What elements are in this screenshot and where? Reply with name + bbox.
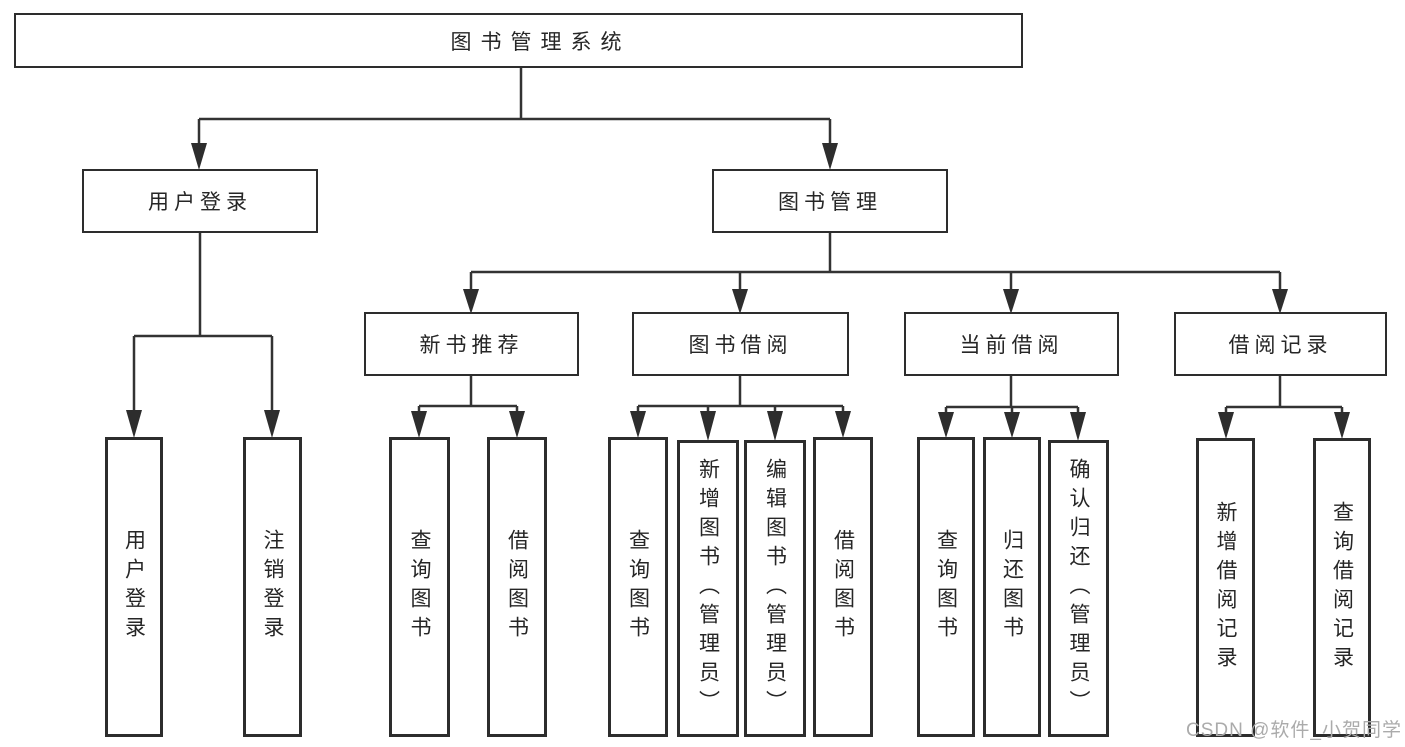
arrowheads-book-borrowing-children [630,411,851,441]
connector-borrow-records-children [1224,376,1344,413]
arrowheads-root-to-level2 [191,143,838,170]
connector-user-login-children [132,233,274,412]
arrowheads-current-borrowing-children [938,412,1086,441]
arrowheads-borrow-records-children [1218,412,1350,439]
leaf-query-books-borrowing: 查询图书 [608,437,668,737]
leaf-query-books-current: 查询图书 [917,437,975,737]
leaf-query-books-borrowing-label: 查询图书 [626,529,650,645]
leaf-borrow-books-borrowing-label: 借阅图书 [831,529,855,645]
node-borrowing-records-label: 借阅记录 [1228,334,1333,357]
node-book-borrowing: 图书借阅 [632,312,849,376]
leaf-logout-login-label: 注销登录 [261,529,285,645]
connector-root-to-level2 [197,66,832,144]
leaf-edit-books-admin-label: 编辑图书（管理员） [763,458,787,719]
node-current-borrowing: 当前借阅 [904,312,1119,376]
leaf-query-borrow-record-label: 查询借阅记录 [1330,500,1354,675]
leaf-add-books-admin: 新增图书（管理员） [677,440,739,737]
connector-book-borrowing-children [636,376,845,413]
leaf-user-login-label: 用户登录 [122,529,146,645]
leaf-add-borrow-record-label: 新增借阅记录 [1214,500,1238,675]
leaf-borrow-books-borrowing: 借阅图书 [813,437,873,737]
node-book-borrowing-label: 图书借阅 [688,334,793,357]
connector-book-management-children [469,233,1282,290]
connector-new-book-children [417,376,519,413]
node-current-borrowing-label: 当前借阅 [959,334,1064,357]
connector-current-borrowing-children [944,376,1080,413]
leaf-return-books: 归还图书 [983,437,1041,737]
node-user-login-label: 用户登录 [148,191,252,214]
leaf-edit-books-admin: 编辑图书（管理员） [744,440,806,737]
leaf-borrow-books-recommend-label: 借阅图书 [505,529,529,645]
leaf-query-books-recommend-label: 查询图书 [408,529,432,645]
arrowheads-book-management-children [463,289,1288,314]
leaf-add-books-admin-label: 新增图书（管理员） [696,458,720,719]
node-new-book-recommendation-label: 新书推荐 [419,334,524,357]
node-borrowing-records: 借阅记录 [1174,312,1387,376]
leaf-query-borrow-record: 查询借阅记录 [1313,438,1371,737]
node-new-book-recommendation: 新书推荐 [364,312,579,376]
leaf-query-books-current-label: 查询图书 [934,529,958,645]
leaf-confirm-return-admin: 确认归还（管理员） [1048,440,1109,737]
leaf-borrow-books-recommend: 借阅图书 [487,437,547,737]
arrowheads-new-book-children [411,411,525,438]
leaf-add-borrow-record: 新增借阅记录 [1196,438,1255,737]
arrowheads-user-login-children [126,410,280,438]
leaf-user-login: 用户登录 [105,437,163,737]
node-library-system-label: 图书管理系统 [450,30,631,54]
leaf-logout-login: 注销登录 [243,437,302,737]
leaf-return-books-label: 归还图书 [1000,529,1024,645]
node-book-management-label: 图书管理 [778,191,882,214]
leaf-query-books-recommend: 查询图书 [389,437,450,737]
node-user-login: 用户登录 [82,169,318,233]
node-library-system: 图书管理系统 [14,13,1023,68]
node-book-management: 图书管理 [712,169,948,233]
leaf-confirm-return-admin-label: 确认归还（管理员） [1067,458,1091,719]
csdn-watermark: CSDN @软件_小贺同学 [1186,720,1402,741]
